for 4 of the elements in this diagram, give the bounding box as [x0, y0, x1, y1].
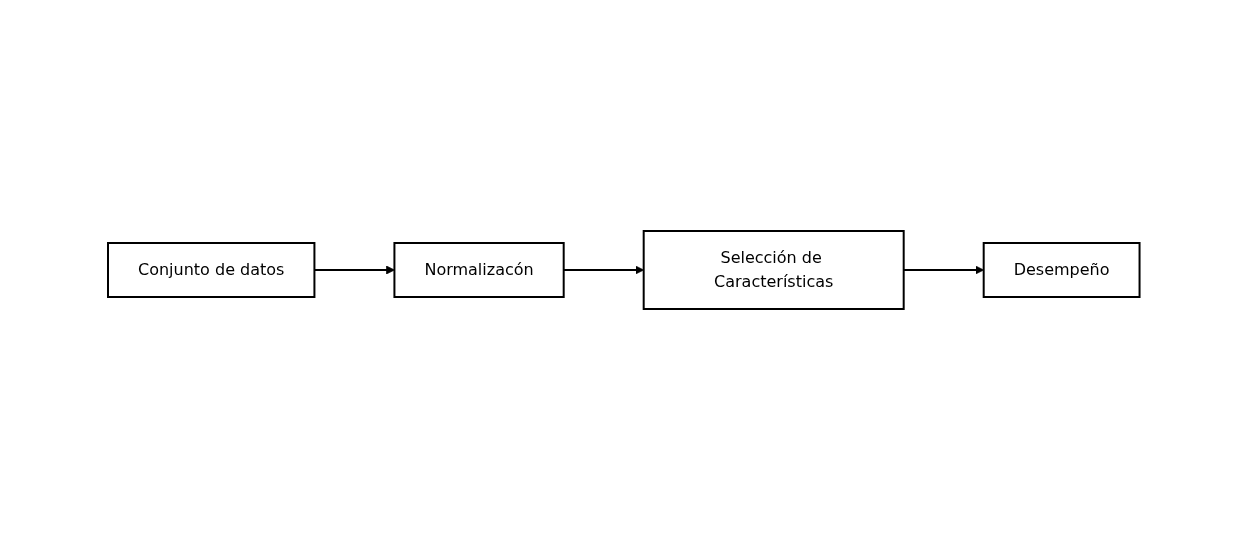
node-box: Normalizacón	[393, 242, 565, 298]
node-box: Selección de Características	[642, 230, 905, 310]
node-box: Desempeño	[982, 242, 1141, 298]
node-box: Conjunto de datos	[106, 242, 316, 298]
